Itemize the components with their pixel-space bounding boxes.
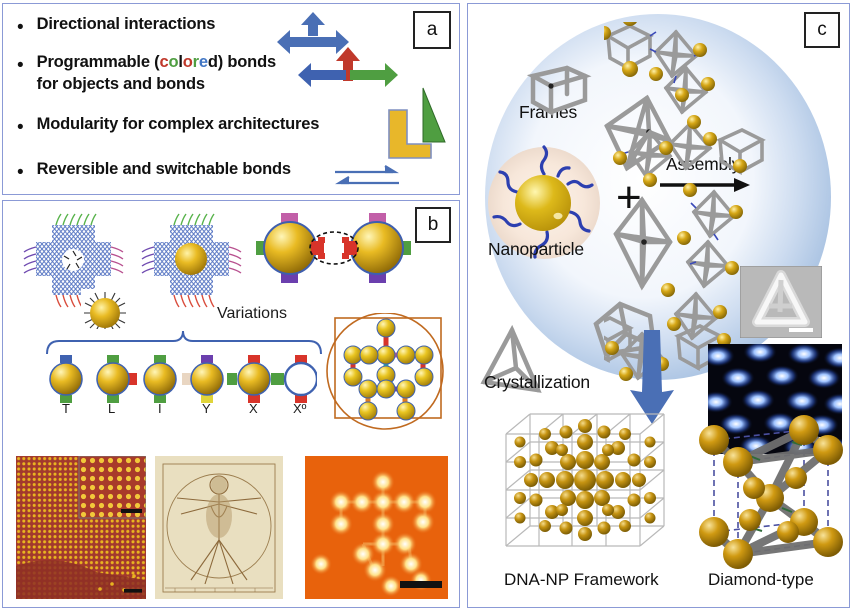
panel-b-tag: b — [415, 207, 451, 243]
green-triangle-yellow-L-shape-icon — [369, 86, 447, 161]
variation-label-Y: Y — [202, 401, 211, 416]
dna-origami-frame-empty-icon — [21, 209, 126, 309]
bullet2-seg-l: l — [178, 53, 183, 71]
diamond-type-label: Diamond-type — [708, 570, 814, 589]
bullet2-seg-end: ) bonds — [217, 53, 276, 71]
nanoparticle-with-dna-strands-icon — [485, 144, 603, 262]
variation-label-T: T — [62, 401, 70, 416]
afm-nanoparticle-pattern-image — [305, 456, 448, 599]
panel-c: c — [467, 3, 850, 608]
bullet2-seg-0: Programmable ( — [36, 53, 160, 71]
dna-octahedron-frame-icon-2 — [608, 196, 680, 292]
two-nanoparticles-bonded-dimer-icon — [256, 207, 412, 289]
bullet2-line2: for objects and bonds — [36, 74, 205, 93]
panel-b: b — [2, 200, 460, 608]
dna-origami-frame-with-nanoparticle-icon — [139, 209, 244, 309]
bullet-item-4: • Reversible and switchable bonds — [17, 159, 291, 182]
bullet2-seg-c: c — [159, 53, 169, 71]
bullet2-seg-e: e — [198, 53, 208, 71]
t-shaped-blue-arrow-icon — [277, 12, 349, 56]
panel-a-tag: a — [413, 11, 451, 49]
bullet2-seg-r: r — [192, 53, 199, 71]
plus-sign: + — [616, 173, 642, 222]
tem-lattice-micrograph — [16, 456, 146, 599]
variation-label-Xo: Xº — [293, 401, 307, 416]
panel-c-tag: c — [804, 12, 840, 48]
cryo-em-tetrahedron-micrograph — [740, 266, 822, 338]
nanoparticle-label: Nanoparticle — [488, 239, 584, 259]
bullet-text-2: Programmable (colored) bonds for objects… — [37, 52, 276, 96]
vitruvian-man-drawing — [155, 456, 283, 599]
double-reversible-arrow-icon — [333, 162, 401, 192]
assembly-right-arrow-icon — [658, 176, 750, 194]
bullet2-seg-d: d — [207, 53, 218, 71]
bullet-item-1: • Directional interactions — [17, 14, 215, 37]
bullet2-seg-o: o — [168, 53, 179, 71]
panel-a: a • Directional interactions • Programma… — [2, 3, 460, 195]
dna-np-framework-label: DNA-NP Framework — [504, 570, 659, 589]
variations-label: Variations — [217, 305, 287, 322]
variations-brace-icon — [43, 329, 323, 355]
bullet-text-3: Modularity for complex architectures — [36, 115, 320, 133]
bullet-item-2: • Programmable (colored) bonds for objec… — [17, 52, 276, 96]
bullet-marker: • — [17, 162, 24, 183]
bullet-marker: • — [17, 55, 24, 76]
bullet-text-1: Directional interactions — [36, 15, 216, 33]
dna-tetrahedron-frame-icon — [478, 324, 550, 402]
crystallization-label: Crystallization — [484, 372, 590, 392]
dna-np-framework-lattice-model — [490, 404, 680, 564]
bullet-item-3: • Modularity for complex architectures — [17, 114, 319, 137]
bullet-text-4: Reversible and switchable bonds — [36, 160, 291, 178]
variation-particles-row — [45, 355, 317, 403]
dna-cube-frame-icon — [523, 54, 595, 116]
variation-label-L: L — [108, 401, 116, 416]
bullet2-seg-o2: o — [182, 53, 193, 71]
three-color-arrow-icon — [298, 47, 398, 95]
bullet-marker: • — [17, 117, 24, 138]
nanoparticle-network-diagram — [323, 313, 451, 433]
crystallization-down-arrow-icon — [628, 330, 676, 426]
diamond-type-unit-cell-model — [692, 412, 844, 570]
assembled-frames-cluster — [604, 22, 844, 392]
variation-label-X: X — [249, 401, 258, 416]
bullet-marker: • — [17, 17, 24, 38]
variation-label-I: I — [158, 401, 162, 416]
